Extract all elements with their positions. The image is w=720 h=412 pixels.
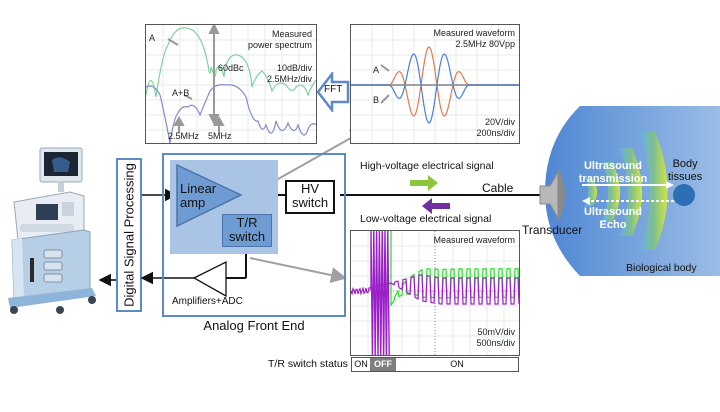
cable-label: Cable (482, 181, 514, 195)
tx-label-a: A (373, 65, 380, 75)
tx-title-2: 2.5MHz 80Vpp (455, 39, 515, 49)
biological-body-illustration (539, 106, 720, 276)
spectrum-marker-5mhz: 5MHz (208, 131, 232, 141)
pointer-to-rx-scope (249, 257, 347, 283)
tr-switch-label-2: switch (228, 229, 266, 244)
rx-scale-2: 500ns/div (476, 338, 515, 348)
power-spectrum-scope: Measured power spectrum 10dB/div 2.5MHz/… (145, 24, 317, 144)
spectrum-scale-2: 2.5MHz/div (266, 74, 312, 84)
tr-switch-label-1: T/R (236, 215, 258, 230)
spectrum-label-60dbc: 60dBc (218, 63, 244, 73)
body-tissue-dot (673, 184, 695, 206)
tx-trace-b (351, 53, 519, 124)
linear-amp-block (176, 163, 243, 228)
tr-status-segment-on-2: ON (396, 358, 518, 371)
spectrum-label-a: A (149, 33, 156, 43)
spectrum-trace-ab (146, 84, 316, 143)
tx-scale-2: 200ns/div (476, 128, 515, 138)
ultrasound-tx-label-2: transmission (578, 173, 648, 185)
body-tissues-label-1: Body (672, 158, 698, 170)
spectrum-title-1: Measured (271, 29, 312, 39)
tr-status-label: T/R switch status (268, 358, 348, 370)
high-voltage-signal-label: High-voltage electrical signal (360, 160, 494, 172)
dsp-block: Digital Signal Processing (116, 158, 142, 312)
tx-waveform-scope: Measured waveform 2.5MHz 80Vpp A B 20V/d… (350, 24, 520, 144)
hv-switch-label-1: HV (300, 181, 320, 196)
tr-status-segment-on-1: ON (352, 358, 370, 371)
afe-title: Analog Front End (203, 318, 305, 333)
tx-label-b: B (373, 95, 380, 105)
rx-title: Measured waveform (433, 235, 515, 245)
rx-trace-purple (351, 274, 519, 305)
linear-amp-label-1: Linear (180, 181, 217, 196)
tr-status-segment-off: OFF (370, 358, 396, 371)
tr-switch-block: T/R switch (222, 214, 272, 247)
body-tissues-label-2: tissues (668, 171, 703, 183)
fft-arrow (316, 72, 350, 112)
transducer-label: Transducer (522, 223, 583, 237)
rx-waveform-plot (351, 231, 519, 355)
console-screen (36, 204, 58, 220)
fft-label: FFT (324, 84, 343, 95)
biological-body-label: Biological body (626, 262, 697, 274)
ultrasound-echo-label-1: Ultrasound (583, 206, 643, 218)
linear-amp-label-2: amp (180, 195, 206, 210)
tx-direction-arrow (410, 175, 438, 191)
ultrasound-tx-label-1: Ultrasound (583, 160, 643, 172)
tx-waveform-plot (351, 25, 519, 143)
tx-scale-1: 20V/div (484, 117, 515, 127)
analog-front-end-block (162, 153, 346, 317)
spectrum-label-ab: A+B (172, 88, 190, 98)
spectrum-scale-1: 10dB/div (276, 63, 312, 73)
rx-scale-1: 50mV/div (477, 327, 515, 337)
ultrasound-machine-image (8, 147, 96, 314)
rx-direction-arrow (422, 198, 450, 214)
rx-trace-burst (370, 231, 390, 355)
hv-switch-label-2: switch (291, 195, 329, 210)
rx-waveform-scope: Measured waveform 50mV/div 500ns/div (350, 230, 520, 356)
spectrum-marker-2-5mhz: 2.5MHz (168, 131, 200, 141)
ultrasound-echo-label-2: Echo (599, 219, 627, 231)
spectrum-title-2: power spectrum (247, 40, 312, 50)
tx-trace-a (351, 46, 519, 117)
spectrum-trace-a (146, 27, 316, 98)
low-voltage-signal-label: Low-voltage electrical signal (360, 213, 492, 225)
hv-switch-block: HV switch (285, 180, 335, 214)
amplifiers-adc-label: Amplifiers+ADC (172, 296, 243, 307)
spectrum-plot (146, 25, 316, 143)
tr-status-bar: ON OFF ON (351, 357, 519, 372)
amplifier-adc-symbol (193, 260, 227, 298)
tx-title-1: Measured waveform (433, 28, 515, 38)
